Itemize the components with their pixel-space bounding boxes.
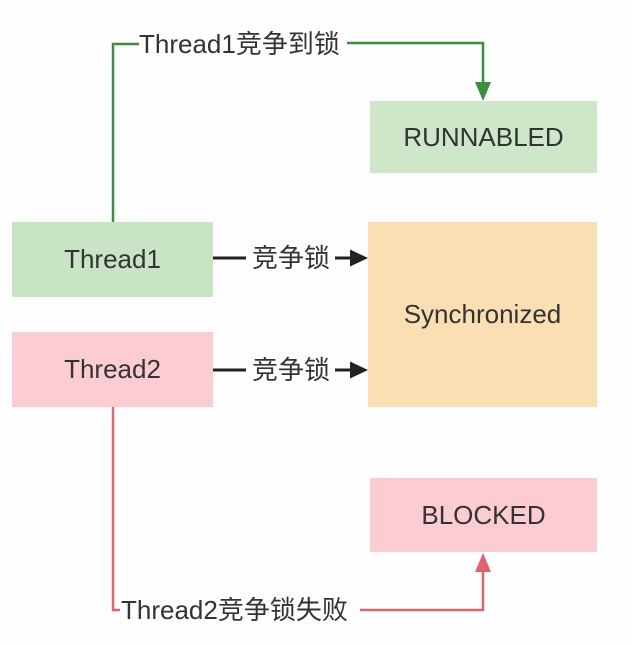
edge-label-thread1-lock-acquired: Thread1竞争到锁	[139, 29, 340, 59]
node-thread2: Thread2	[12, 332, 213, 407]
edge-label-thread1-compete-lock: 竞争锁	[251, 243, 330, 273]
thread1-acquired-line-right	[347, 41, 485, 84]
red-arrow-up-icon	[475, 553, 491, 572]
thread1-acquired-line-left	[111, 42, 139, 222]
node-blocked-label: BLOCKED	[421, 499, 546, 530]
node-runnabled: RUNNABLED	[370, 101, 597, 173]
edge-label-thread2-compete-lock: 竞争锁	[251, 355, 330, 385]
node-blocked: BLOCKED	[370, 478, 597, 552]
thread2-failed-line-right	[360, 570, 485, 612]
node-synchronized-label: Synchronized	[403, 299, 562, 329]
edge-label-thread2-lock-failed: Thread2竞争锁失败	[121, 595, 348, 625]
node-thread2-label: Thread2	[64, 354, 161, 384]
thread2-failed-line-left	[111, 407, 120, 612]
black-arrow-right-icon-2	[350, 361, 368, 379]
node-thread1: Thread1	[12, 222, 213, 297]
node-thread1-label: Thread1	[64, 244, 161, 274]
node-runnabled-label: RUNNABLED	[403, 121, 564, 152]
black-arrow-right-icon-1	[350, 249, 368, 267]
green-arrow-down-icon	[475, 82, 491, 101]
node-synchronized: Synchronized	[368, 222, 597, 407]
